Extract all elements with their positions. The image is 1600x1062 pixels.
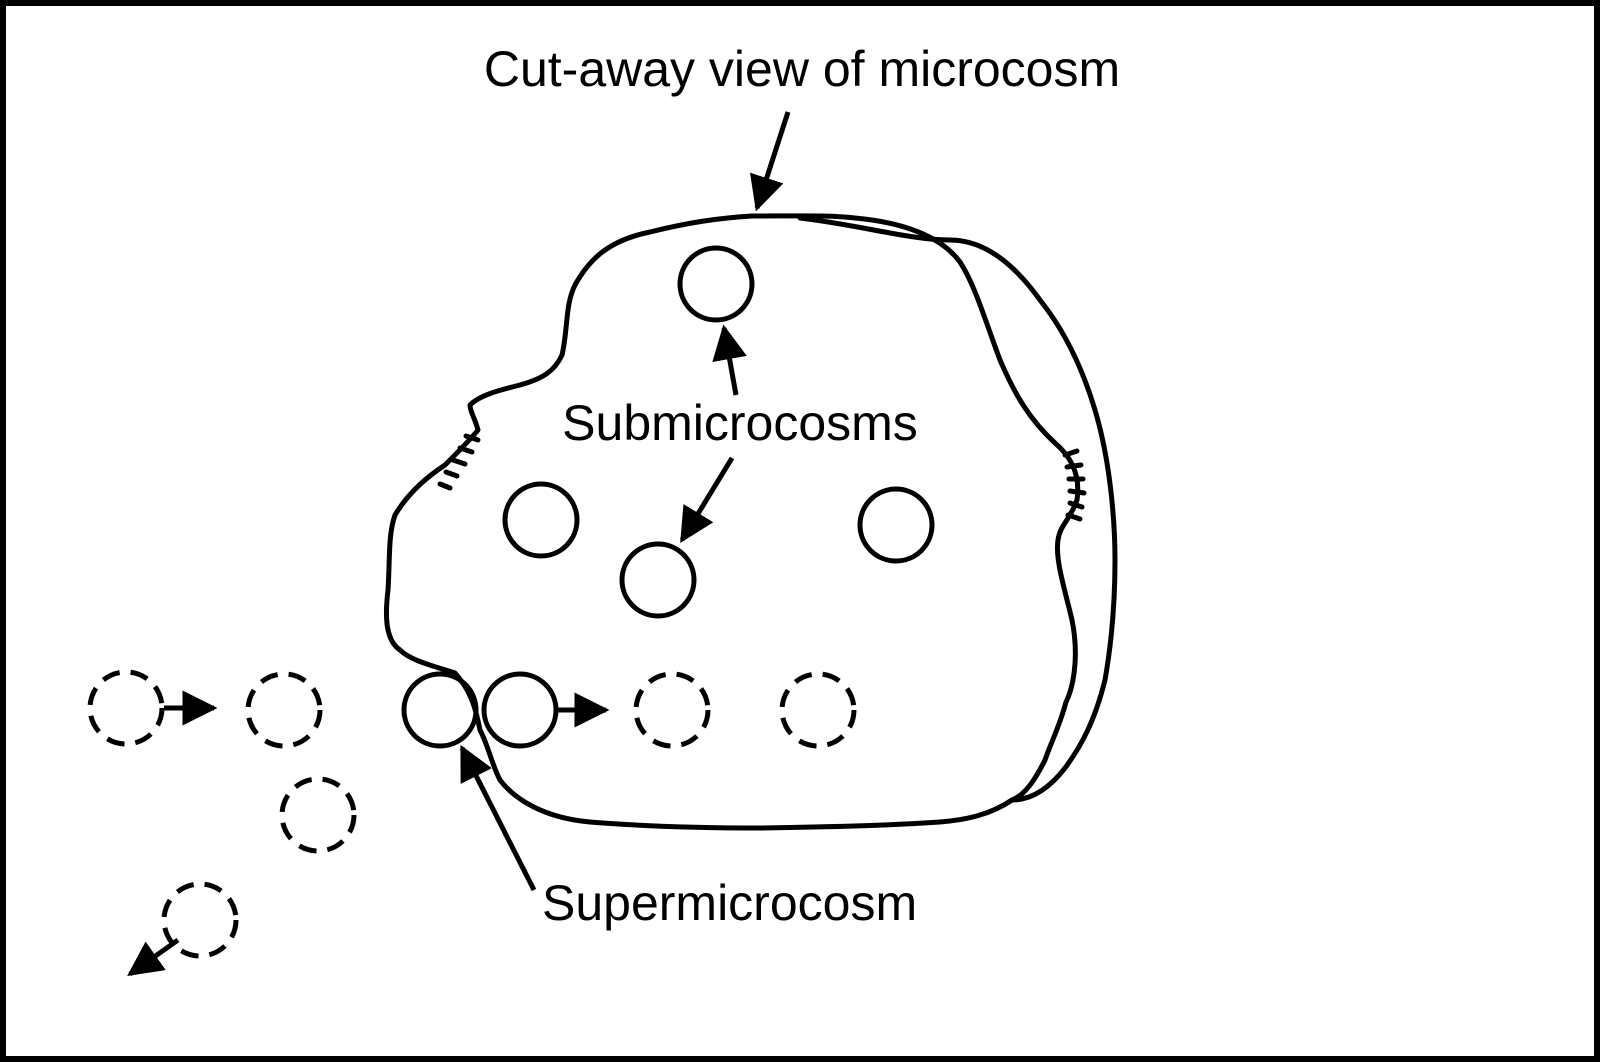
microcosm-back-rim bbox=[797, 215, 1118, 803]
dashed-circle-bottom-left bbox=[161, 881, 239, 959]
cutaway-arrow bbox=[750, 111, 791, 212]
microcosm-outline bbox=[383, 213, 1081, 831]
submicrocosm-left bbox=[502, 481, 580, 559]
dashed-circle-lower-left bbox=[279, 776, 357, 854]
submicrocosm-arrow-up bbox=[712, 324, 747, 396]
tick-marks-left bbox=[437, 433, 481, 491]
motion-arrow-down-left bbox=[127, 937, 180, 977]
supermicrocosm-left-circle bbox=[401, 671, 479, 749]
submicrocosm-top bbox=[677, 245, 755, 323]
submicrocosms-label: Submicrocosms bbox=[562, 395, 918, 451]
submicrocosm-arrow-down bbox=[679, 456, 735, 543]
supermicrocosm-arrow bbox=[459, 744, 537, 892]
tick-marks-right bbox=[1062, 448, 1087, 522]
dashed-circle-inside-2 bbox=[779, 671, 857, 749]
supermicrocosm-label: Supermicrocosm bbox=[542, 875, 917, 931]
submicrocosm-right bbox=[857, 486, 935, 564]
dashed-circle-inside-1 bbox=[633, 671, 711, 749]
submicrocosm-center bbox=[619, 541, 697, 619]
dashed-circle-far-left bbox=[87, 669, 165, 747]
dashed-circle-left bbox=[245, 671, 323, 749]
cutaway-label: Cut-away view of microcosm bbox=[484, 41, 1120, 97]
supermicrocosm-right-circle bbox=[481, 671, 559, 749]
